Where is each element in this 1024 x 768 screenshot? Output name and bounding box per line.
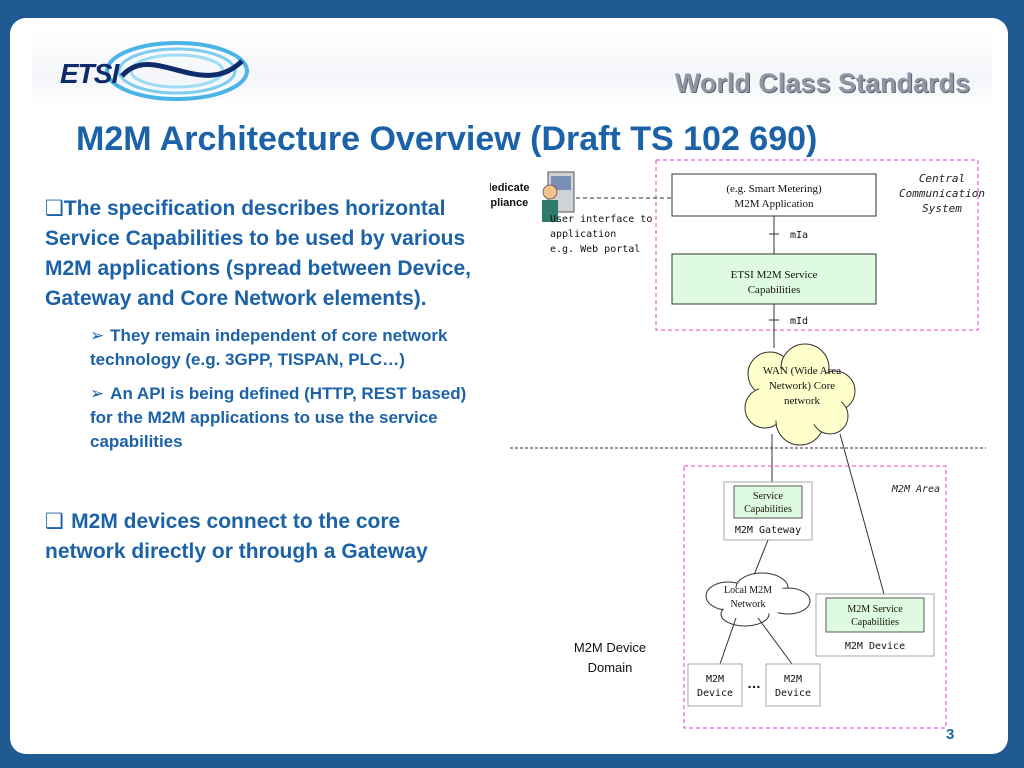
m2m-device-b-box	[765, 663, 821, 707]
gw-sc-label-1: Service	[753, 491, 784, 502]
etsi-sc-label-2: Capabilities	[748, 284, 801, 296]
bullet-list: ❑The specification describes horizontal …	[45, 193, 485, 567]
pc-label-1: PC/dedicate	[490, 182, 529, 194]
header-band: ETSI World Class Standards	[32, 32, 992, 108]
bullet-1: ❑The specification describes horizontal …	[45, 193, 485, 314]
app-label-2: M2M Application	[734, 198, 814, 210]
checkbox-bullet-icon: ❑	[45, 196, 64, 220]
ui-label-2: application	[550, 229, 616, 240]
central-label-2: Communication	[899, 187, 985, 200]
central-label-1: Central	[919, 172, 965, 185]
device-service-capabilities-box	[825, 597, 925, 633]
arrow-bullet-icon: ➢	[90, 384, 111, 404]
local-to-device-b-line	[757, 617, 793, 665]
m2m-device-a-box	[687, 663, 743, 707]
mid-label: mId	[790, 316, 808, 327]
dev-sc-label-1: M2M Service	[847, 604, 903, 615]
etsi-sc-label-1: ETSI M2M Service	[731, 269, 818, 281]
wan-label-2: Network) Core	[769, 380, 835, 392]
bullet-1-text: The specification describes horizontal S…	[45, 197, 471, 310]
ui-label-3: e.g. Web portal	[550, 244, 640, 255]
slide-title: M2M Architecture Overview (Draft TS 102 …	[76, 120, 818, 158]
device-domain-label-2: Domain	[588, 660, 633, 675]
tagline: World Class Standards	[674, 68, 970, 98]
sub-bullet-1: ➢ They remain independent of core networ…	[90, 324, 485, 372]
sub-bullet-2: ➢ An API is being defined (HTTP, REST ba…	[90, 382, 485, 454]
local-network-label-2: Network	[731, 599, 766, 610]
bullet-2: ❑ M2M devices connect to the core networ…	[45, 506, 485, 567]
m2m-area-label: M2M Area	[891, 484, 940, 495]
pc-label-2: d appliance	[490, 197, 528, 209]
device-a-label-2: Device	[697, 688, 733, 699]
slide: ETSI World Class Standards M2M Architect…	[10, 18, 1008, 754]
mia-label: mIa	[790, 230, 808, 241]
checkbox-bullet-icon: ❑	[45, 509, 72, 533]
local-network-cloud-icon	[705, 572, 811, 627]
ellipsis-label: …	[747, 675, 761, 691]
app-label-1: (e.g. Smart Metering)	[726, 183, 822, 195]
etsi-service-capabilities-box	[671, 253, 877, 305]
local-to-device-a-line	[719, 617, 737, 665]
wan-label-3: network	[784, 395, 821, 407]
device-label: M2M Device	[845, 641, 905, 652]
architecture-diagram: Central Communication System PC/dedicate…	[490, 159, 986, 729]
gateway-service-capabilities-box	[733, 485, 803, 519]
bullet-2-text: M2M devices connect to the core network …	[45, 510, 428, 563]
ui-label-1: User interface to	[550, 214, 652, 225]
gw-sc-label-2: Capabilities	[744, 504, 792, 515]
device-to-wan-line	[839, 433, 885, 595]
etsi-logo-swirl-icon	[105, 41, 249, 101]
wan-cloud-icon	[744, 343, 856, 446]
wan-label-1: WAN (Wide Area	[763, 365, 841, 377]
dev-sc-label-2: Capabilities	[851, 617, 899, 628]
page-number: 3	[946, 726, 955, 743]
logo-text: ETSI	[60, 58, 119, 89]
central-label-3: System	[922, 202, 962, 215]
device-b-label-1: M2M	[784, 674, 802, 685]
central-system-frame	[655, 159, 979, 331]
m2m-area-frame	[683, 465, 947, 729]
arrow-bullet-icon: ➢	[90, 326, 111, 346]
device-a-label-1: M2M	[706, 674, 724, 685]
sub-bullet-1-text: They remain independent of core network …	[90, 326, 448, 369]
sub-bullet-2-text: An API is being defined (HTTP, REST base…	[90, 384, 467, 451]
local-network-label-1: Local M2M	[724, 585, 772, 596]
device-b-label-2: Device	[775, 688, 811, 699]
gateway-label: M2M Gateway	[735, 525, 801, 536]
device-domain-label-1: M2M Device	[574, 640, 646, 655]
pc-user-icon	[542, 171, 575, 222]
